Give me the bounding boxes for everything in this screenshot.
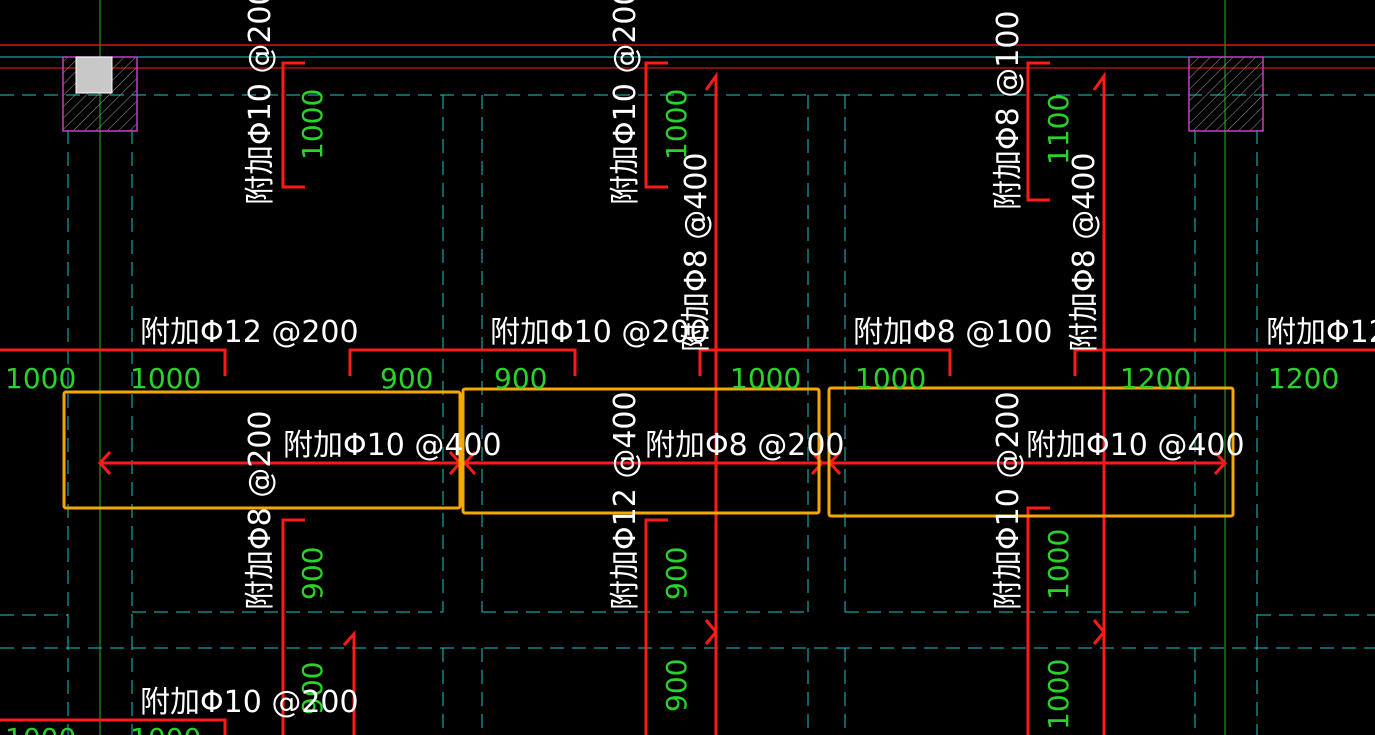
mid-dim-5: 1000 bbox=[730, 362, 801, 395]
top-label-1: 附加Φ10 @200 bbox=[243, 0, 278, 205]
rebar-lower bbox=[1026, 506, 1050, 735]
bottom-dim-3: 1000 bbox=[1042, 659, 1075, 730]
column-left bbox=[62, 56, 138, 132]
mid-label-1: 附加Φ12 @200 bbox=[140, 315, 359, 350]
mid-dim-2: 1000 bbox=[130, 362, 201, 395]
lower-rebars bbox=[0, 506, 1050, 735]
lower-label-3: 附加Φ10 @200 bbox=[991, 391, 1026, 610]
mid-dim-6: 1000 bbox=[855, 362, 926, 395]
rebar-hook bbox=[810, 450, 825, 476]
mid-label-3: 附加Φ8 @100 bbox=[853, 315, 1053, 350]
bottom-label: 附加Φ10 @200 bbox=[140, 685, 359, 720]
lower-dim-1: 900 bbox=[296, 547, 329, 600]
rebar-hook bbox=[462, 450, 477, 476]
top-label-3: 附加Φ8 @100 bbox=[991, 11, 1026, 211]
box-label-1: 附加Φ10 @400 bbox=[283, 428, 502, 463]
mid-label-4: 附加Φ12 @2 bbox=[1266, 315, 1375, 350]
mid-dim-8: 1200 bbox=[1268, 362, 1339, 395]
column-core bbox=[75, 56, 113, 94]
top-rebars bbox=[281, 61, 1050, 202]
bottom-left-dim-1: 1000 bbox=[5, 722, 76, 735]
top-dim-3: 1100 bbox=[1042, 94, 1075, 165]
long-rebar-label-1: 附加Φ8 @400 bbox=[679, 153, 714, 353]
bottom-left-dim-2: 1000 bbox=[130, 722, 201, 735]
highlight-boxes bbox=[62, 386, 1235, 518]
highlight-box-1[interactable] bbox=[62, 390, 462, 510]
long-rebar-label-2: 附加Φ8 @400 bbox=[1067, 153, 1102, 353]
column-right bbox=[1188, 56, 1264, 132]
mid-label-2: 附加Φ10 @200 bbox=[490, 315, 709, 350]
rebar-hook bbox=[97, 450, 112, 476]
top-beam-lines bbox=[0, 44, 1375, 96]
rebar-lower bbox=[644, 518, 668, 735]
top-dim-2: 1000 bbox=[660, 89, 693, 160]
top-label-2: 附加Φ10 @200 bbox=[608, 0, 643, 205]
bottom-dim-1: 900 bbox=[296, 662, 329, 715]
column-hatch bbox=[1188, 56, 1264, 132]
rebar-long bbox=[704, 71, 718, 735]
rebar-bracket bbox=[0, 348, 227, 376]
rebar-bracket bbox=[348, 348, 577, 376]
box-label-2: 附加Φ8 @200 bbox=[645, 428, 845, 463]
rebar-bottom bbox=[0, 718, 227, 735]
lower-dim-2: 900 bbox=[660, 547, 693, 600]
rebar-bracket bbox=[1026, 61, 1050, 202]
rebar-lower bbox=[281, 518, 305, 735]
rebar-bracket bbox=[1073, 348, 1375, 376]
rebar-bracket bbox=[698, 348, 952, 376]
rebar-hook bbox=[1092, 619, 1106, 645]
rebar-bracket bbox=[644, 61, 668, 189]
box-rebars bbox=[97, 450, 1228, 476]
rebar-bracket bbox=[281, 61, 305, 189]
top-dim-1: 1000 bbox=[296, 89, 329, 160]
mid-dim-4: 900 bbox=[494, 362, 547, 395]
rebar-hook bbox=[704, 619, 718, 645]
mid-dim-1: 1000 bbox=[5, 362, 76, 395]
lower-label-1: 附加Φ8 @200 bbox=[243, 411, 278, 611]
box-label-3: 附加Φ10 @400 bbox=[1026, 428, 1245, 463]
rebar-lower-hook bbox=[342, 630, 356, 735]
lower-label-2: 附加Φ12 @400 bbox=[608, 391, 643, 610]
highlight-box-2[interactable] bbox=[461, 387, 821, 515]
mid-dim-3: 900 bbox=[380, 362, 433, 395]
highlight-box-3[interactable] bbox=[827, 386, 1235, 518]
bottom-dim-2: 900 bbox=[660, 659, 693, 712]
mid-rebars bbox=[0, 348, 1375, 376]
rebar-hook bbox=[1213, 450, 1228, 476]
mid-dim-7: 1200 bbox=[1120, 362, 1191, 395]
lower-dim-3: 1000 bbox=[1042, 529, 1075, 600]
